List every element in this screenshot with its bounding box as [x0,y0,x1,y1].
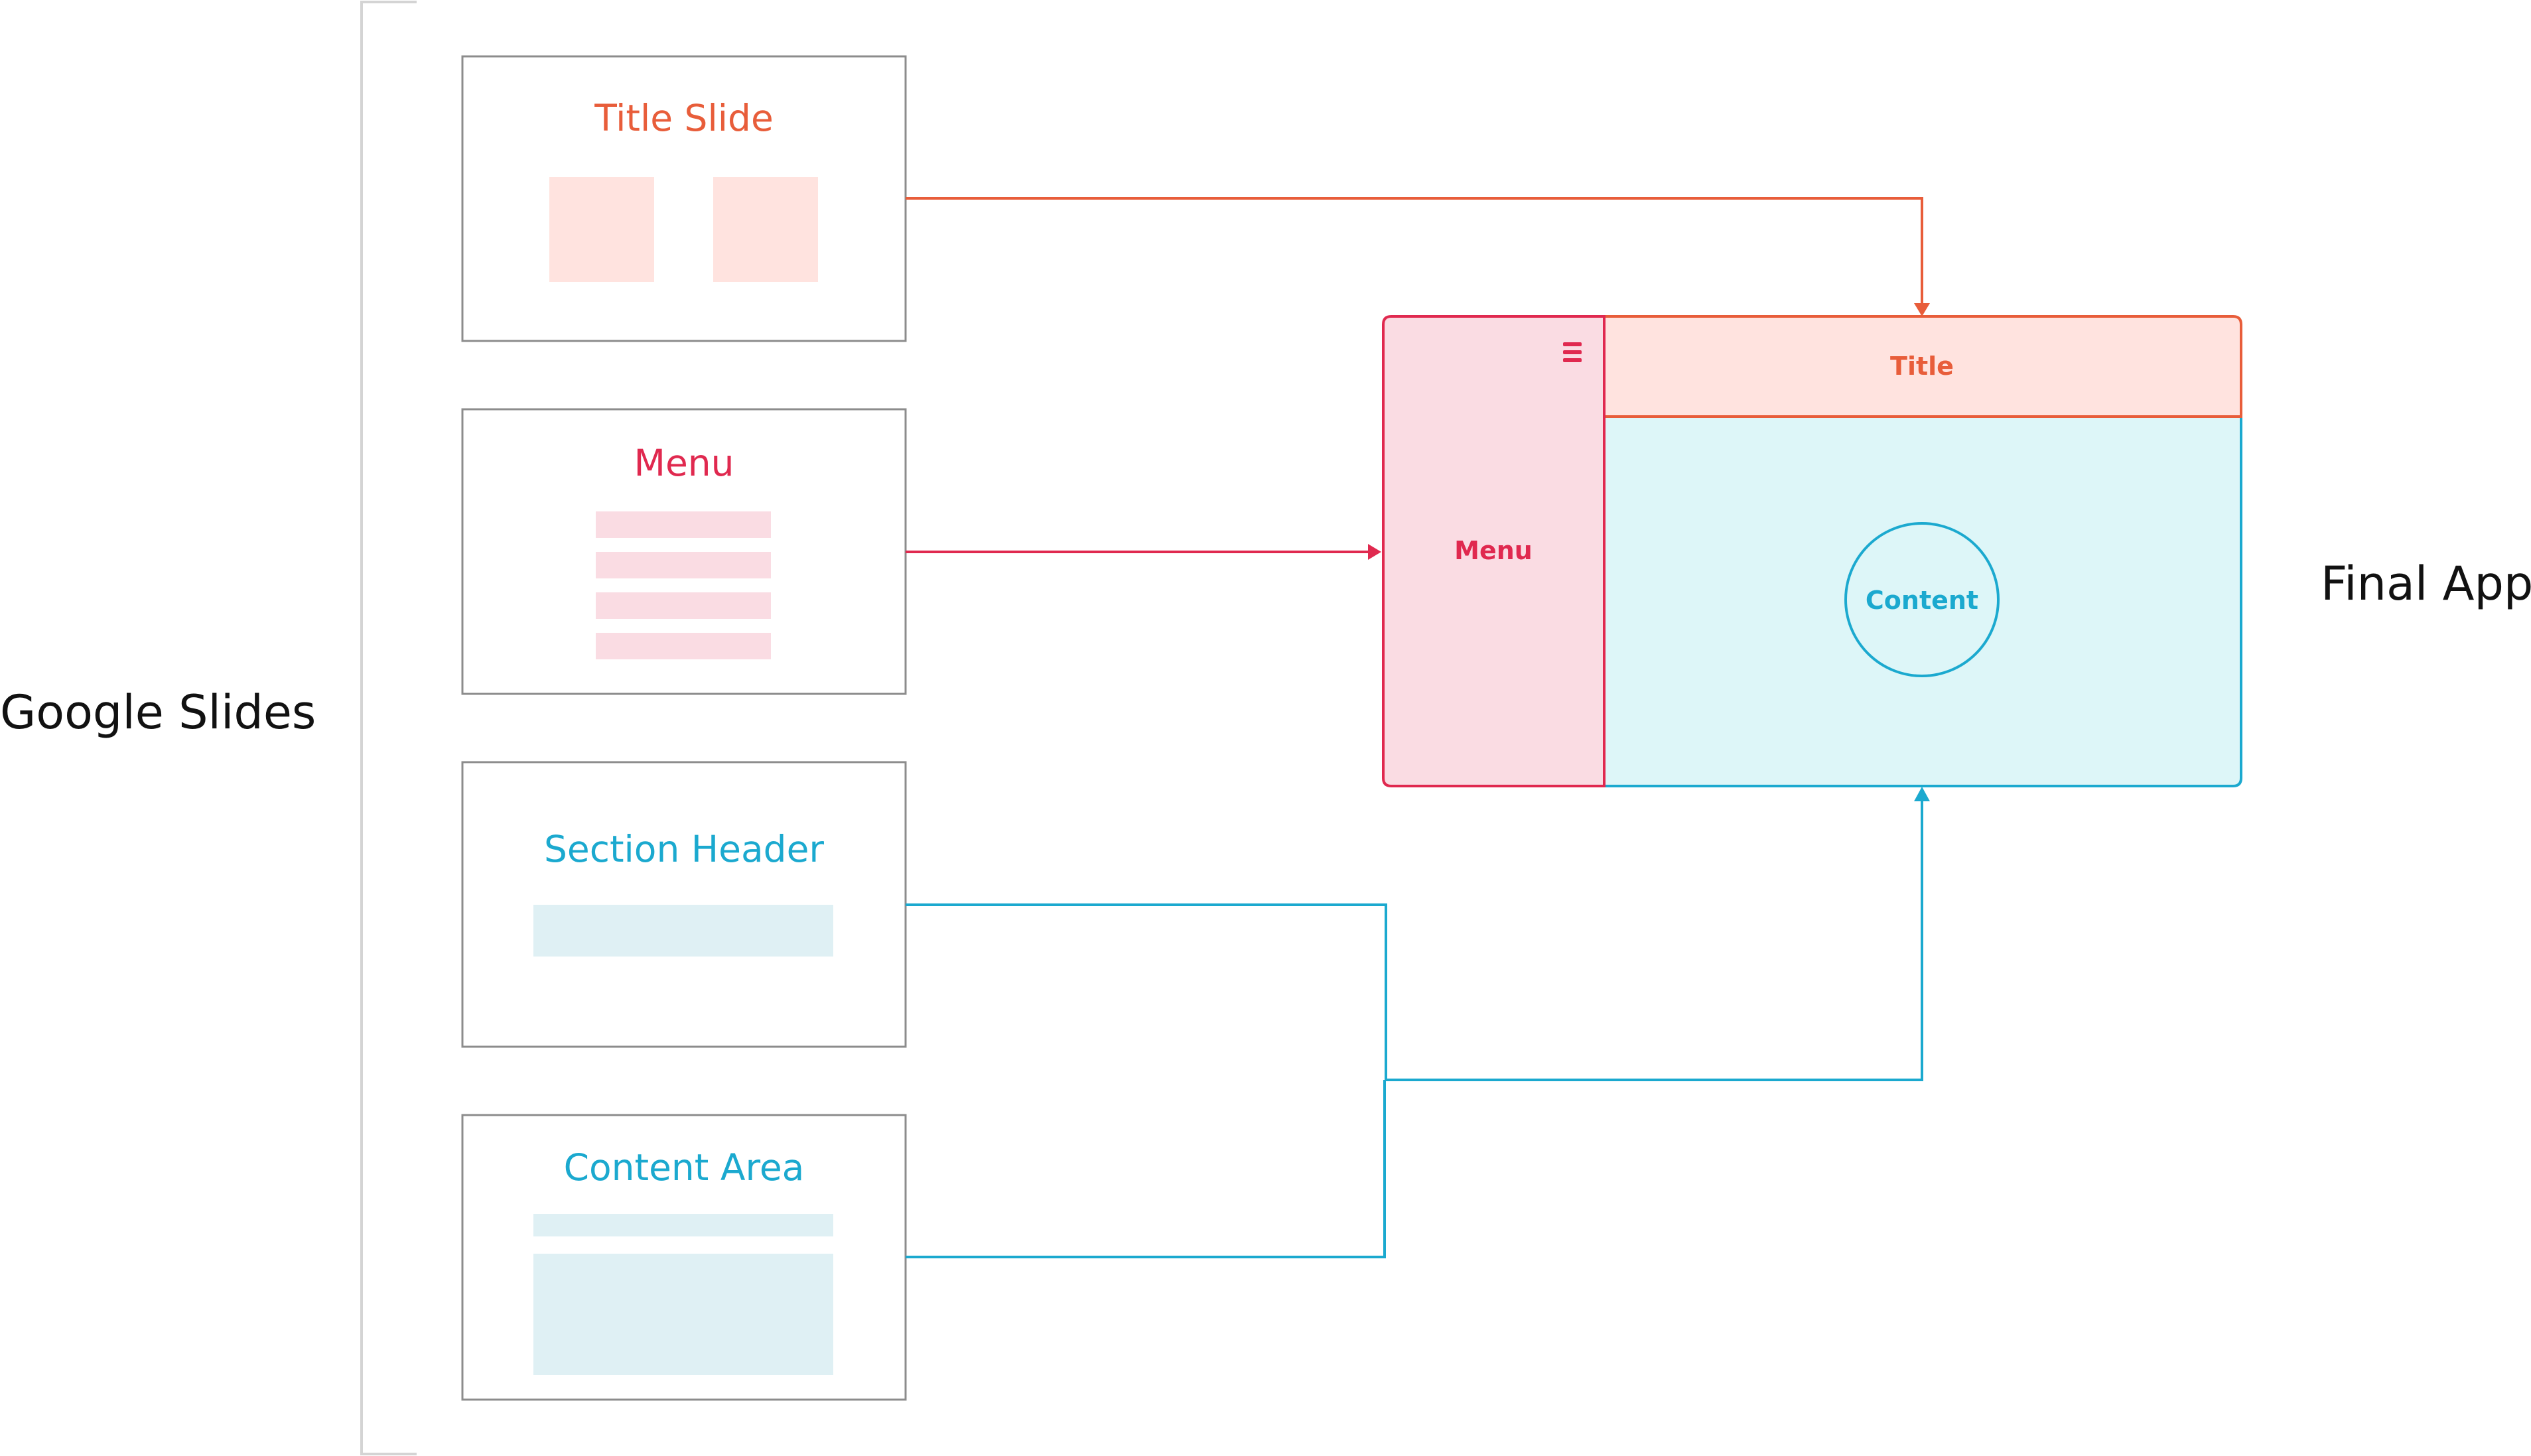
app-title-label: Title [1890,352,1954,381]
google-slides-label: Google Slides [0,685,316,740]
app-content-panel [1603,415,2242,787]
app-menu-label: Menu [1454,536,1533,565]
menu-slide-heading: Menu [634,442,734,484]
menu-slide-line-3 [596,592,771,619]
content-area-connector [906,1080,1386,1258]
content-merge-connector [1385,795,1923,1081]
app-content-circle [1844,522,2000,677]
title-connector-arrowhead [1914,303,1930,316]
content-connector-arrowhead [1914,787,1930,801]
content-area-slide-body [533,1254,833,1375]
title-slide-card: Title Slide [461,55,907,342]
menu-slide-card: Menu [461,408,907,695]
menu-slide-line-1 [596,511,771,538]
content-area-slide-header-bar [533,1214,833,1236]
section-header-slide-card: Section Header [461,761,907,1048]
section-header-slide-bar [533,905,833,957]
google-slides-bracket [360,1,417,1455]
title-slide-heading: Title Slide [594,97,774,139]
menu-connector-arrowhead [1368,544,1381,560]
section-header-slide-heading: Section Header [544,828,824,870]
content-area-slide-heading: Content Area [564,1146,805,1189]
content-area-slide-card: Content Area [461,1114,907,1401]
menu-slide-line-2 [596,552,771,578]
section-header-connector [906,903,1387,1080]
menu-slide-line-4 [596,633,771,659]
app-title-bar [1603,315,2242,418]
hamburger-menu-icon[interactable] [1563,342,1582,362]
final-app-label: Final App [2321,557,2531,611]
app-menu-sidebar [1382,315,1606,787]
title-slide-image-placeholder-left [549,177,654,282]
title-connector [906,197,1923,312]
app-content-label: Content [1866,586,1978,615]
title-slide-image-placeholder-right [713,177,818,282]
final-app-window: Title Menu Content [1382,315,2242,787]
